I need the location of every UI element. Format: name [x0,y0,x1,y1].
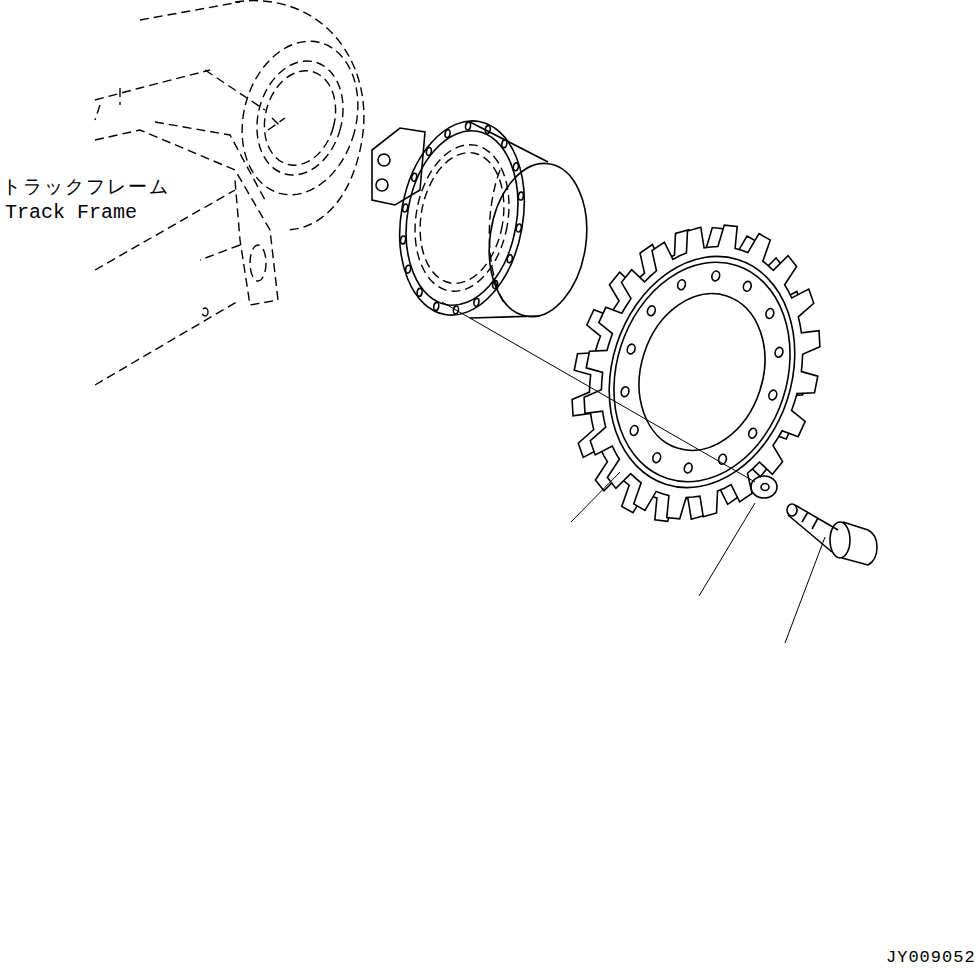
drawing-number: JY009052 [886,949,976,968]
bolt-drawing [787,504,877,565]
part-label: Track Frame [5,202,137,224]
washer-drawing [751,476,777,498]
part-label: トラックフレーム [2,176,170,197]
sprocket-drawing [536,192,856,555]
assembly-line [442,302,755,482]
leader-lines [571,472,825,643]
travel-motor-drawing [372,111,596,325]
